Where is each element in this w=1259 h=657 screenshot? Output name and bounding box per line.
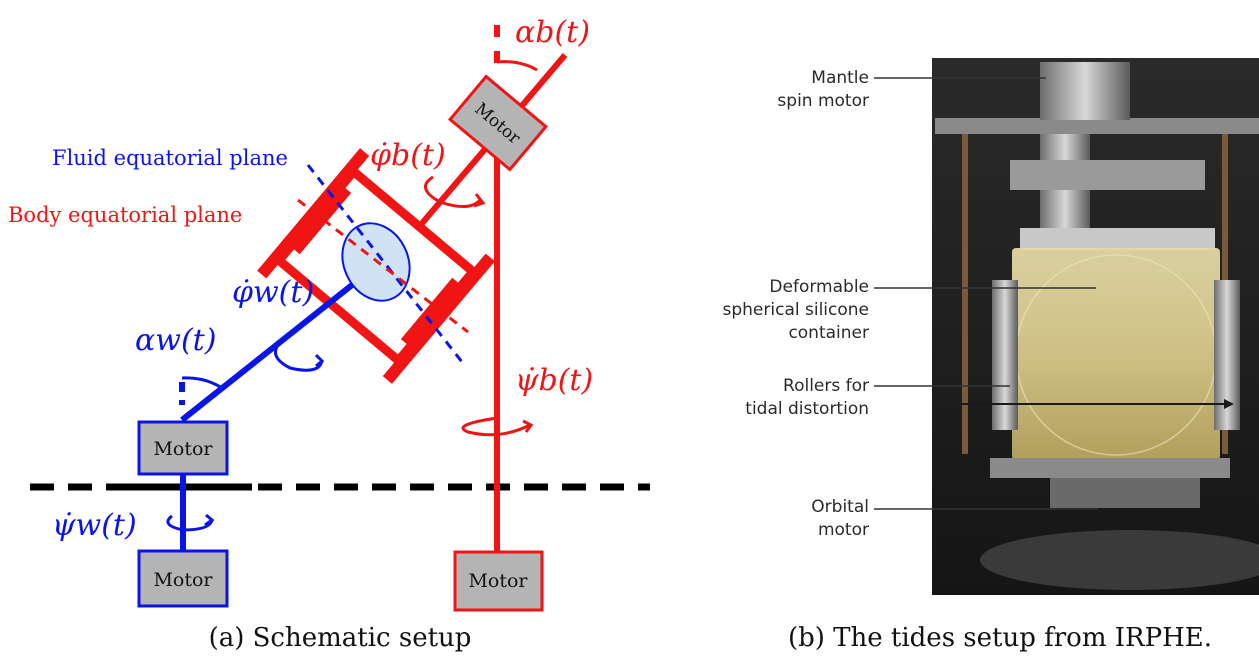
body-bottom-motor-label: Motor	[468, 570, 528, 592]
mantle-label-line-1: Mantle	[811, 68, 869, 88]
container-label: Deformable spherical silicone container	[723, 277, 870, 343]
schematic-panel: Motor Motor Motor Motor	[8, 15, 650, 653]
fluid-plane-label: Fluid equatorial plane	[52, 146, 288, 170]
body-plane-label: Body equatorial plane	[8, 203, 242, 227]
fluid-lower-motor-label: Motor	[153, 569, 213, 591]
alpha-w-label: αw(t)	[135, 323, 216, 358]
photo-container-rim	[1020, 228, 1215, 250]
orbital-label-line-2: motor	[818, 520, 869, 540]
phi-w-label: φ̇w(t)	[232, 275, 314, 310]
phi-b-rotation-arrow	[424, 175, 482, 208]
alpha-b-label: αb(t)	[515, 15, 590, 50]
container-label-line-2: spherical silicone	[723, 300, 870, 320]
photo-bottom-disc	[980, 530, 1259, 590]
body-bottom-motor	[453, 550, 544, 612]
container-label-line-1: Deformable	[769, 277, 869, 297]
mantle-label: Mantle spin motor	[777, 68, 869, 111]
phi-b-label: φ̇b(t)	[370, 138, 446, 173]
photo-top-plate	[935, 118, 1259, 134]
rollers-arrow-head	[1224, 399, 1234, 409]
psi-b-label: ψ̇b(t)	[515, 363, 593, 398]
photo-lower-bracket	[990, 458, 1230, 478]
fluid-equatorial-plane-line	[306, 164, 464, 363]
phi-b-arrow-head	[473, 193, 486, 208]
rollers-label-line-2: tidal distortion	[745, 399, 869, 419]
psi-b-rotation-arrow	[461, 416, 531, 437]
body-top-motor: Motor	[448, 74, 548, 172]
alpha-w-arc	[181, 376, 223, 390]
orbital-label-line-1: Orbital	[811, 497, 869, 517]
alpha-b-arc	[496, 60, 538, 72]
mantle-label-line-2: spin motor	[777, 91, 869, 111]
psi-w-label: ψ̇w(t)	[52, 508, 137, 543]
rollers-label-line-1: Rollers for	[783, 376, 869, 396]
photo-container	[1012, 248, 1220, 460]
photo-orbital-base	[1050, 478, 1200, 508]
photo-panel: Mantle spin motor Deformable spherical s…	[723, 58, 1259, 653]
psi-w-arrow-head	[204, 513, 215, 527]
phi-w-arrow-head	[314, 353, 325, 368]
phi-w-rotation-arrow	[274, 338, 324, 372]
fluid-tilted-shaft	[180, 282, 354, 423]
rollers-label: Rollers for tidal distortion	[745, 376, 869, 419]
body-equatorial-plane-line	[297, 198, 469, 334]
container-label-line-3: container	[788, 323, 869, 343]
photo-left-roller	[992, 280, 1018, 430]
psi-b-arrow-head	[522, 419, 534, 433]
photo-upper-bracket	[1010, 160, 1205, 190]
fluid-upper-motor-label: Motor	[153, 438, 213, 460]
caption-a: (a) Schematic setup	[209, 623, 472, 653]
photo-left-rod	[962, 134, 968, 454]
photo-mantle-motor	[1040, 62, 1130, 120]
orbital-label: Orbital motor	[811, 497, 869, 540]
psi-w-rotation-arrow	[166, 514, 214, 532]
caption-b: (b) The tides setup from IRPHE.	[788, 623, 1212, 653]
fluid-lower-motor	[137, 549, 229, 608]
